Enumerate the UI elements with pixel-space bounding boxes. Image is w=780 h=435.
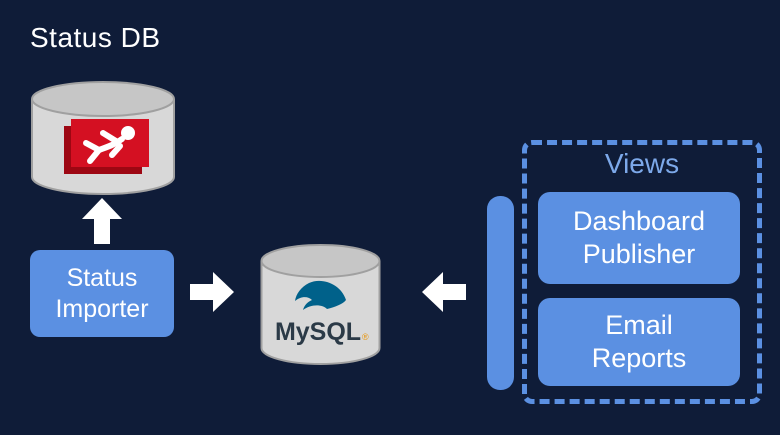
status-importer-label-line1: Status [66, 264, 138, 292]
email-reports-box: Email Reports [538, 298, 740, 386]
status-db-cylinder [31, 81, 175, 195]
database-cylinder-icon [260, 244, 381, 365]
status-importer-label-line2: Importer [55, 294, 149, 323]
dashboard-publisher-label-line2: Publisher [582, 239, 696, 269]
views-connector-bar [487, 196, 514, 390]
views-group-border [522, 140, 762, 404]
mysql-cylinder: MySQL ® [260, 244, 381, 365]
arrow-left-icon [422, 272, 466, 312]
status-importer-box: Status Importer [30, 250, 174, 337]
arrow-up-icon [82, 198, 122, 244]
dashboard-publisher-box: Dashboard Publisher [538, 192, 740, 284]
mysql-registered-mark: ® [362, 332, 369, 342]
mysql-dolphin-icon [295, 280, 346, 310]
email-reports-label-line2: Reports [591, 343, 687, 373]
views-group-label: Views [604, 148, 680, 179]
email-reports-label-line1: Email [605, 310, 673, 341]
arrow-right-icon [190, 272, 234, 312]
falling-person-icon [64, 119, 149, 174]
dashboard-publisher-label-line1: Dashboard [572, 206, 706, 237]
mysql-logo-text: MySQL [275, 318, 361, 346]
status-db-label: Status DB [30, 22, 161, 53]
